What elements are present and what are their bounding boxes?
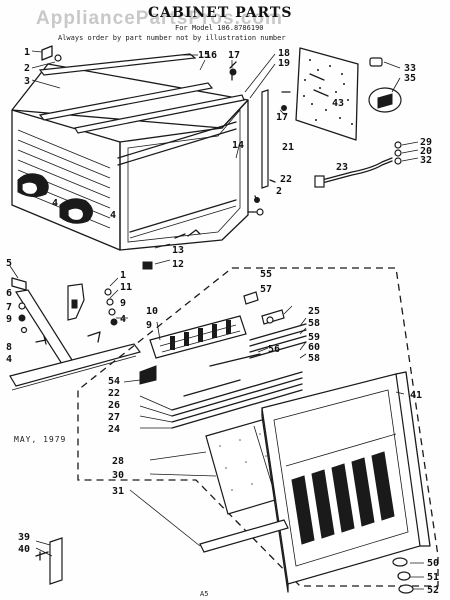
- callout-59: 59: [308, 332, 320, 343]
- watermark: AppliancePartsPros.com: [36, 8, 283, 29]
- callout-23: 23: [336, 162, 348, 173]
- order-note: Always order by part number not by illus…: [58, 34, 286, 42]
- cabinet-shell: [11, 53, 249, 251]
- side-panel-43: [295, 47, 359, 141]
- callout-20: 20: [420, 146, 432, 157]
- callout-24: 24: [108, 424, 120, 435]
- callout-35: 35: [404, 73, 416, 84]
- callout-8: 8: [6, 342, 12, 353]
- callout-19: 19: [278, 58, 290, 69]
- callout-2: 2: [24, 63, 30, 74]
- callout-15: 15: [198, 50, 210, 61]
- callout-57: 57: [260, 284, 272, 295]
- callout-60: 60: [308, 342, 320, 353]
- callout-26: 26: [108, 400, 120, 411]
- cabinet-screws: [235, 141, 264, 216]
- power-cord-23: [314, 141, 419, 188]
- callout-30: 30: [112, 470, 124, 481]
- callout-5: 5: [6, 258, 12, 269]
- callout-9b: 9: [120, 298, 126, 309]
- callout-21: 21: [282, 142, 294, 153]
- louver-assembly: [139, 315, 261, 385]
- callout-10: 10: [146, 306, 158, 317]
- callout-32: 32: [420, 155, 432, 166]
- bottom-rail-10: [9, 343, 142, 391]
- callout-4a: 4: [52, 198, 58, 209]
- callout-11: 11: [120, 282, 132, 293]
- callout-52: 52: [427, 585, 439, 596]
- callout-7: 7: [6, 302, 12, 313]
- callout-43: 43: [332, 98, 344, 109]
- callout-22: 22: [280, 174, 292, 185]
- callout-9a: 9: [6, 314, 12, 325]
- knob-parts-55-57: [243, 291, 285, 325]
- front-assembly-boundary: [77, 267, 439, 587]
- bottom-rail-13: [142, 229, 201, 270]
- callout-58b: 58: [308, 353, 320, 364]
- top-hardware: [41, 45, 291, 93]
- callout-50: 50: [427, 558, 439, 569]
- callout-14: 14: [232, 140, 244, 151]
- callout-3: 3: [24, 76, 30, 87]
- callout-16: 16: [205, 50, 217, 61]
- page-footer-code: A5: [200, 590, 208, 598]
- callout-6: 6: [6, 288, 12, 299]
- callout-39: 39: [18, 532, 30, 543]
- callout-29: 29: [420, 137, 432, 148]
- control-knob-33-35: [368, 57, 402, 113]
- callout-4c: 4: [6, 354, 12, 365]
- callout-12: 12: [172, 259, 184, 270]
- callout-4d: 4: [120, 314, 126, 325]
- callout-1b: 1: [120, 270, 126, 281]
- callout-labels: 1 2 3 15 16 17 18 19 43 33 35 17 14 21 2…: [6, 47, 439, 596]
- callout-4b: 4: [110, 210, 116, 221]
- center-bracket-7: [67, 283, 118, 343]
- front-grille-41: [261, 371, 431, 593]
- callout-18: 18: [278, 48, 290, 59]
- callout-13: 13: [172, 245, 184, 256]
- leader-lines-lower: [9, 265, 405, 547]
- bracket-39-40: [35, 537, 63, 585]
- callout-41: 41: [410, 390, 422, 401]
- leader-lines-top: [31, 50, 276, 99]
- louver-blades: [171, 323, 307, 429]
- callout-9c: 9: [146, 320, 152, 331]
- callout-56: 56: [268, 344, 280, 355]
- revision-date: MAY, 1979: [14, 435, 66, 444]
- callout-17: 17: [228, 50, 240, 61]
- model-subtitle: For Model 106.8786190: [175, 24, 264, 32]
- callout-40: 40: [18, 544, 30, 555]
- callout-58: 58: [308, 318, 320, 329]
- bottom-rail-31: [199, 519, 289, 553]
- page-title: CABINET PARTS: [148, 5, 292, 21]
- callout-33: 33: [404, 63, 416, 74]
- left-support-rail: [11, 277, 73, 365]
- callout-17b: 17: [276, 112, 288, 123]
- callout-2b: 2: [276, 186, 282, 197]
- callout-1: 1: [24, 47, 30, 58]
- feet-50-52: [392, 557, 424, 594]
- callout-54: 54: [108, 376, 120, 387]
- callout-28: 28: [112, 456, 124, 467]
- callout-51: 51: [427, 572, 439, 583]
- callout-55: 55: [260, 269, 272, 280]
- callout-22b: 22: [108, 388, 120, 399]
- vertical-post-21: [261, 89, 287, 189]
- callout-31: 31: [112, 486, 124, 497]
- callout-27: 27: [108, 412, 120, 423]
- callout-25: 25: [308, 306, 320, 317]
